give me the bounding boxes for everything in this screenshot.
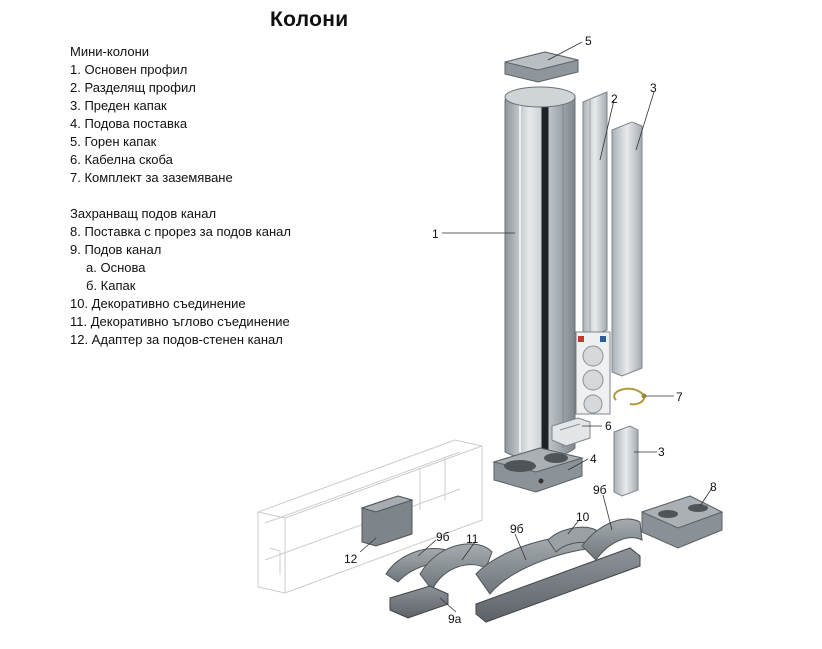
callout-5: 5 bbox=[585, 34, 592, 48]
floor-base bbox=[492, 447, 584, 493]
cable-clip bbox=[551, 417, 591, 447]
front-cover-upper bbox=[611, 121, 643, 377]
callout-3-bottom: 3 bbox=[658, 445, 665, 459]
callout-8: 8 bbox=[710, 480, 717, 494]
legend-item: 11. Декоративно ъглово съединение bbox=[70, 314, 290, 329]
legend-item: 6. Кабелна скоба bbox=[70, 152, 173, 167]
legend-heading-mini-columns: Мини-колони bbox=[70, 44, 150, 59]
front-cover-lower bbox=[613, 425, 639, 497]
legend-item: 3. Преден капак bbox=[70, 98, 167, 113]
legend-item: 5. Горен капак bbox=[70, 134, 157, 149]
legend-item: 4. Подова поставка bbox=[70, 116, 188, 131]
callout-10: 10 bbox=[576, 510, 590, 524]
legend-item: 7. Комплект за заземяване bbox=[70, 170, 233, 185]
legend-heading-floor-channel: Захранващ подов канал bbox=[70, 206, 217, 221]
main-profile-column bbox=[504, 86, 576, 459]
divider-profile bbox=[582, 91, 608, 341]
slotted-floor-base bbox=[640, 495, 724, 549]
grounding-kit bbox=[613, 387, 647, 406]
floor-wall-adapter bbox=[360, 495, 414, 547]
legend-item: 10. Декоративно съединение bbox=[70, 296, 246, 311]
callout-6: 6 bbox=[605, 419, 612, 433]
callout-7: 7 bbox=[676, 390, 683, 404]
callout-labels: 5 2 3 1 7 6 4 3 8 9б 10 9б 9б 11 12 9a bbox=[344, 34, 717, 626]
callout-2: 2 bbox=[611, 92, 618, 106]
page-title: Колони bbox=[270, 8, 349, 31]
callout-3-top: 3 bbox=[650, 81, 657, 95]
callout-11: 11 bbox=[466, 532, 479, 546]
legend-item: 2. Разделящ профил bbox=[70, 80, 196, 95]
callout-9b-right: 9б bbox=[593, 483, 607, 497]
callout-9b-middle: 9б bbox=[510, 522, 524, 536]
parts-legend: Мини-колони 1. Основен профил 2. Разделя… bbox=[70, 43, 390, 349]
callout-9a: 9a bbox=[448, 612, 462, 626]
socket-module bbox=[575, 331, 611, 415]
callout-4: 4 bbox=[590, 452, 597, 466]
legend-item: 9. Подов канал bbox=[70, 242, 162, 257]
wall-channel-outline bbox=[257, 439, 483, 594]
floor-channel-parts bbox=[385, 518, 643, 623]
legend-item: 12. Адаптер за подов-стенен канал bbox=[70, 332, 283, 347]
callout-9b-left: 9б bbox=[436, 530, 450, 544]
legend-item: 1. Основен профил bbox=[70, 62, 188, 77]
legend-item: 8. Поставка с прорез за подов канал bbox=[70, 224, 291, 239]
callout-12: 12 bbox=[344, 552, 358, 566]
legend-subitem: а. Основа bbox=[86, 260, 146, 275]
top-cap bbox=[504, 51, 579, 83]
callout-leaders bbox=[359, 41, 713, 613]
legend-subitem: б. Капак bbox=[86, 278, 136, 293]
callout-1: 1 bbox=[432, 227, 439, 241]
